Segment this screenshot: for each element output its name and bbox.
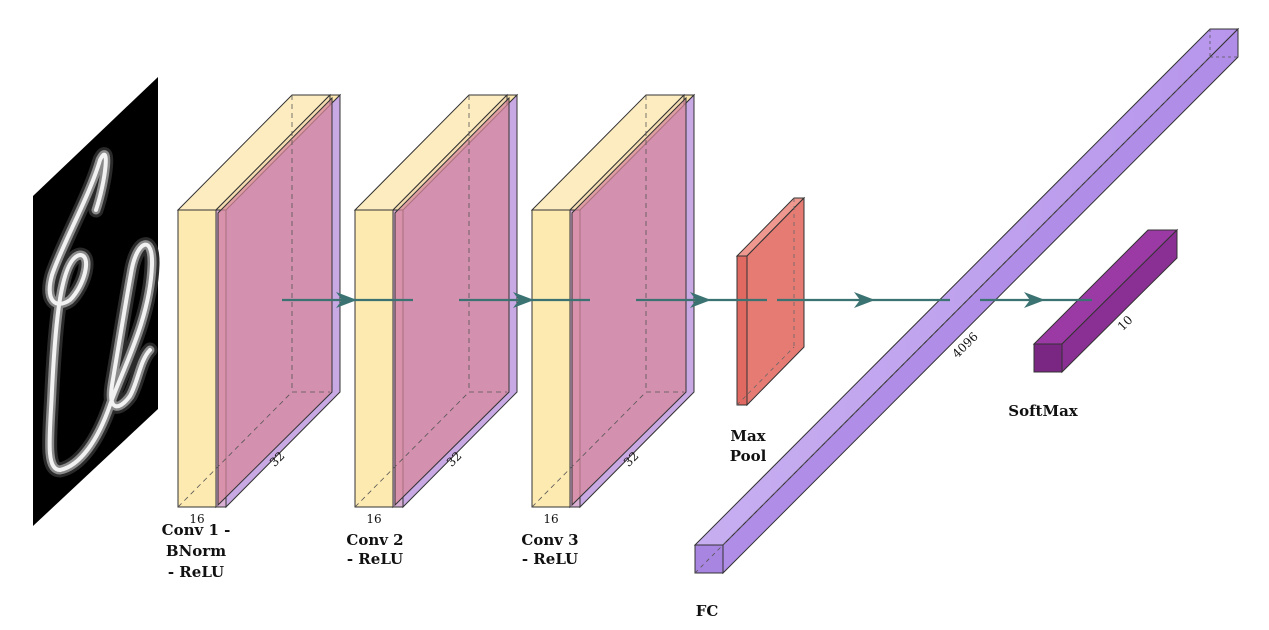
softmax-front-face [1033, 343, 1063, 373]
conv1-overlay-face [217, 96, 333, 507]
maxpool-hidden-edge-d [736, 346, 795, 406]
conv3-front-face [531, 209, 571, 508]
arrow-conv2-conv3-head [513, 292, 534, 308]
conv1-label-line-1: Conv 1 - [162, 521, 231, 539]
fc-hidden-edge-d [694, 56, 1211, 574]
maxpool-label-line-1: Max [730, 427, 766, 445]
conv2-layer: 16 32 Conv 2 - ReLU [346, 93, 519, 568]
conv1-dim-depth: 16 [189, 512, 204, 526]
softmax-label: SoftMax [1008, 402, 1079, 420]
maxpool-front-face [736, 255, 748, 406]
conv3-layer: 16 32 Conv 3 - ReLU [521, 93, 696, 568]
arrow-pool-fc-head [854, 292, 875, 308]
conv1-layer: 16 32 Conv 1 - BNorm - ReLU [162, 93, 342, 581]
input-image-background [33, 77, 158, 526]
conv2-dim-depth: 16 [366, 512, 381, 526]
fc-label: FC [696, 602, 719, 620]
conv2-label-line-1: Conv 2 [346, 531, 403, 549]
conv1-label-line-2: BNorm [166, 542, 226, 560]
conv1-label-line-3: - ReLU [168, 563, 224, 581]
maxpool-layer: Max Pool [730, 196, 806, 465]
connection-arrows [282, 292, 1092, 308]
softmax-side-face [1061, 228, 1178, 374]
maxpool-label-line-2: Pool [730, 447, 767, 465]
conv1-front-face [177, 209, 217, 508]
conv3-overlay-face [571, 96, 687, 507]
conv3-label-line-1: Conv 3 [521, 531, 578, 549]
arrow-fc-softmax-head [1024, 292, 1045, 308]
conv3-label-line-2: - ReLU [522, 550, 578, 568]
conv3-dim-depth: 16 [543, 512, 558, 526]
input-handwriting-strokes [42, 147, 160, 478]
conv2-label-line-2: - ReLU [347, 550, 403, 568]
softmax-layer: 10 SoftMax [1008, 228, 1179, 420]
arrow-conv3-pool-head [690, 292, 711, 308]
conv2-overlay-face [394, 96, 510, 507]
input-image [33, 77, 160, 526]
arrow-conv1-conv2-head [336, 292, 357, 308]
conv2-front-face [354, 209, 394, 508]
maxpool-side-face [746, 196, 805, 407]
